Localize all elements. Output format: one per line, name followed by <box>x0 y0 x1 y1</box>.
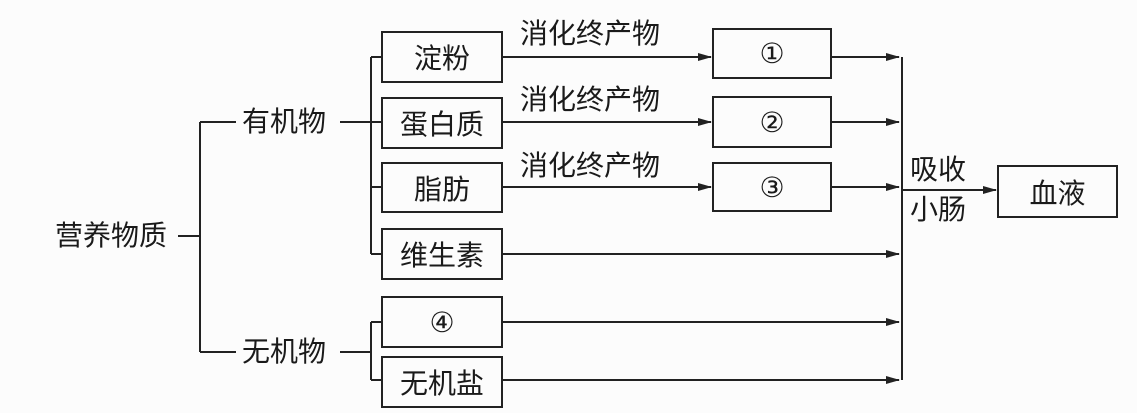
absorb-label: 吸收 <box>910 153 967 186</box>
salt-box: 无机盐 <box>381 356 503 408</box>
water-box: ④ <box>381 296 503 348</box>
digestion-label-2: 消化终产物 <box>520 83 661 116</box>
organic-label: 有机物 <box>242 105 327 138</box>
root-label: 营养物质 <box>55 219 168 252</box>
fat-box: 脂肪 <box>381 162 503 213</box>
product-box-1: ① <box>712 28 832 79</box>
product-box-3: ③ <box>712 162 832 212</box>
vitamin-box: 维生素 <box>381 228 503 280</box>
starch-box: 淀粉 <box>381 31 503 83</box>
blood-box: 血液 <box>997 165 1118 218</box>
product-box-2: ② <box>712 96 832 148</box>
small-intestine-label: 小肠 <box>910 193 967 226</box>
digestion-label-3: 消化终产物 <box>520 149 661 182</box>
digestion-label-1: 消化终产物 <box>520 17 661 50</box>
protein-box: 蛋白质 <box>381 97 503 149</box>
inorganic-label: 无机物 <box>242 335 327 368</box>
